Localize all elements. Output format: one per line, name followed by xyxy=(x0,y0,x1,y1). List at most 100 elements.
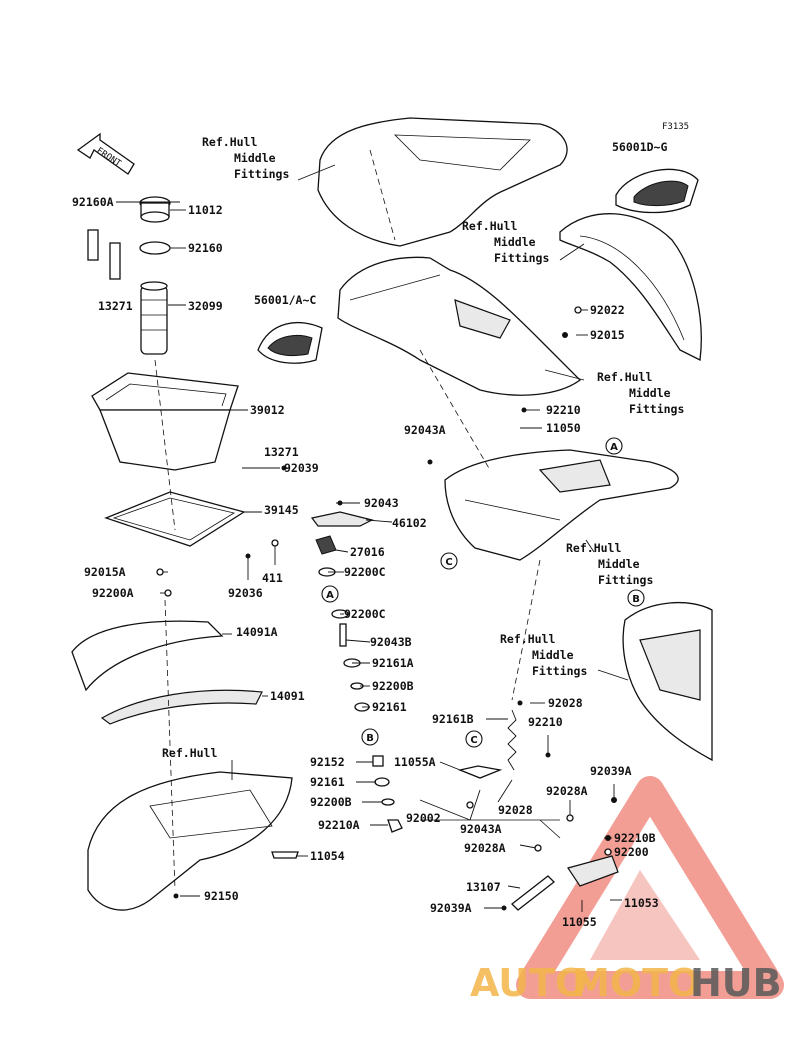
watermark-logo-icon xyxy=(516,776,784,999)
front-arrow-icon: FRONT xyxy=(76,132,135,175)
part-label: 92150 xyxy=(204,889,239,903)
part-label: 92028A xyxy=(464,841,506,855)
part-label: 92043A xyxy=(404,423,446,437)
circle-ref-A-1: A xyxy=(605,437,623,455)
lever-11055A xyxy=(457,765,503,779)
ref-label-hull-middle-1: Ref.Hull Middle Fittings xyxy=(202,135,289,181)
part-label: 92200C xyxy=(344,607,386,621)
part-label: 92152 xyxy=(310,755,345,769)
part-label: 13107 xyxy=(466,880,501,894)
leader-lines xyxy=(116,164,629,912)
part-label: 56001/A~C xyxy=(254,293,316,307)
part-label: 92015A xyxy=(84,565,126,579)
part-label: 92028 xyxy=(498,803,533,817)
part-label: 92160 xyxy=(188,241,223,255)
part-label: 92200C xyxy=(344,565,386,579)
svg-text:B: B xyxy=(632,594,640,605)
svg-text:Ref.Hull: Ref.Hull xyxy=(462,219,517,233)
spring-92161B xyxy=(507,709,517,771)
part-label: 11055A xyxy=(394,755,436,769)
part-label: 92002 xyxy=(406,811,441,825)
part-label: 92039A xyxy=(590,764,632,778)
part-label: 92210A xyxy=(318,818,360,832)
svg-text:Fittings: Fittings xyxy=(532,664,587,678)
svg-text:Middle: Middle xyxy=(598,557,640,571)
circle-ref-B-1: B xyxy=(627,589,645,607)
part-label: 92210B xyxy=(614,831,656,845)
svg-text:Middle: Middle xyxy=(494,235,536,249)
circle-ref-C-2: C xyxy=(465,730,483,748)
svg-text:HUB: HUB xyxy=(690,961,782,1005)
storage-tray xyxy=(444,449,679,561)
ref-label-hull-middle-2: Ref.Hull Middle Fittings xyxy=(462,219,549,265)
rod-13107 xyxy=(511,875,555,911)
part-label: 92210 xyxy=(546,403,581,417)
svg-text:Ref.Hull: Ref.Hull xyxy=(500,632,555,646)
part-label: 92039 xyxy=(284,461,319,475)
circle-ref-C-1: C xyxy=(440,552,458,570)
lower-hull-left xyxy=(87,771,293,911)
hinge-46102 xyxy=(310,511,374,527)
part-label: 92200 xyxy=(614,845,649,859)
watermark-text: AUTO MOTO HUB xyxy=(470,961,782,1005)
part-label: 92028 xyxy=(548,696,583,710)
svg-text:Fittings: Fittings xyxy=(629,402,684,416)
part-label: 56001D~G xyxy=(612,140,667,154)
circle-ref-B-2: B xyxy=(361,728,379,746)
svg-text:Fittings: Fittings xyxy=(494,251,549,265)
part-label: 46102 xyxy=(392,516,427,530)
part-label: 92161B xyxy=(432,712,474,726)
ref-label-hull-middle-4: Ref.Hull Middle Fittings xyxy=(566,541,653,587)
svg-text:A: A xyxy=(610,442,618,453)
circle-ref-A-2: A xyxy=(321,585,339,603)
part-label: 14091A xyxy=(236,625,278,639)
part-label: 92210 xyxy=(528,715,563,729)
seat-cover-top xyxy=(317,117,568,247)
grip-cover-14091A xyxy=(71,620,224,692)
ref-label-hull-middle-5: Ref.Hull Middle Fittings xyxy=(500,632,587,678)
part-label: 92160A xyxy=(72,195,114,209)
svg-text:B: B xyxy=(366,733,374,744)
part-label: 32099 xyxy=(188,299,223,313)
middle-deck-panel xyxy=(337,256,581,396)
part-label: 11054 xyxy=(310,849,345,863)
part-label: 92036 xyxy=(228,586,263,600)
filler-tube-32099 xyxy=(140,281,168,355)
seal-39145 xyxy=(104,491,246,547)
storage-bin-39012 xyxy=(91,372,239,471)
svg-text:Middle: Middle xyxy=(629,386,671,400)
mirror-right xyxy=(615,168,699,214)
part-label: 39145 xyxy=(264,503,299,517)
svg-text:C: C xyxy=(470,735,477,746)
filler-cap xyxy=(139,196,171,223)
hull-section-right xyxy=(622,601,713,762)
part-label: 92043B xyxy=(370,635,412,649)
gasket-92160 xyxy=(139,241,171,255)
handle-11055 xyxy=(567,855,619,887)
part-label: 92161 xyxy=(310,775,345,789)
grip-cover-14091 xyxy=(100,689,263,725)
svg-text:MOTO: MOTO xyxy=(572,961,700,1005)
part-label: 92022 xyxy=(590,303,625,317)
figure-code: F3135 xyxy=(662,122,689,132)
part-labels: 92160A 11012 92160 13271 32099 56001/A~C… xyxy=(72,140,667,929)
part-label: 92043A xyxy=(460,822,502,836)
part-label: 92200B xyxy=(372,679,414,693)
svg-text:C: C xyxy=(445,557,452,568)
part-label: 92015 xyxy=(590,328,625,342)
part-label: 92200A xyxy=(92,586,134,600)
part-label: 92039A xyxy=(430,901,472,915)
svg-text:Middle: Middle xyxy=(532,648,574,662)
part-label: 13271 xyxy=(98,299,133,313)
part-label: 13271 xyxy=(264,445,299,459)
ref-label-hull-middle-3: Ref.Hull Middle Fittings xyxy=(597,370,684,416)
latch-27016 xyxy=(315,535,337,555)
svg-text:Ref.Hull: Ref.Hull xyxy=(597,370,652,384)
part-label: 11012 xyxy=(188,203,223,217)
part-label: 14091 xyxy=(270,689,305,703)
part-label: 92161 xyxy=(372,700,407,714)
svg-text:Middle: Middle xyxy=(234,151,276,165)
part-label: 92200B xyxy=(310,795,352,809)
part-label: 11050 xyxy=(546,421,581,435)
